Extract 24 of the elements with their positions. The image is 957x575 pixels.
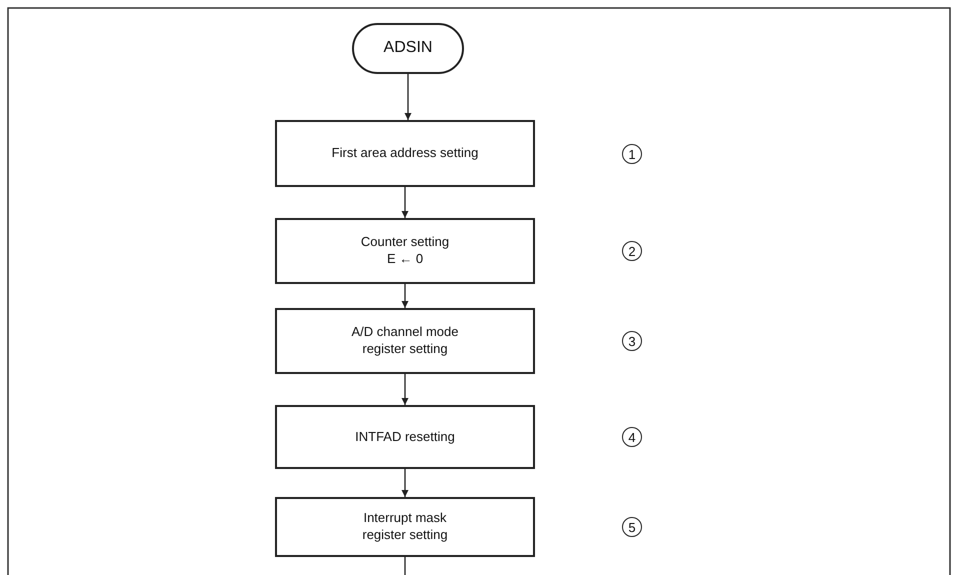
arrow — [402, 469, 408, 497]
process-box — [275, 497, 535, 557]
process-box — [275, 120, 535, 187]
node-text: ADSIN — [384, 38, 432, 58]
process-box — [275, 308, 535, 374]
process-box — [275, 405, 535, 469]
arrow — [402, 187, 408, 218]
node-text: INTFAD resetting — [355, 428, 455, 446]
arrow — [402, 284, 408, 308]
arrow — [404, 74, 412, 120]
terminal-shape — [352, 23, 464, 74]
callout-number: 1 — [622, 144, 642, 164]
callout-number: 2 — [622, 241, 642, 261]
node-text: First area address setting — [332, 145, 478, 162]
connector-line — [404, 557, 406, 575]
callout-number: 3 — [622, 331, 642, 351]
arrow — [402, 374, 408, 405]
node-text: A/D channel mode register setting — [350, 324, 460, 358]
process-box — [275, 218, 535, 284]
callout-number: 4 — [622, 427, 642, 447]
callout-number: 5 — [622, 517, 642, 537]
node-text: E ← 0 — [386, 251, 424, 268]
node-text: Counter setting — [360, 234, 450, 251]
node-text: Interrupt mask register setting — [361, 510, 449, 544]
